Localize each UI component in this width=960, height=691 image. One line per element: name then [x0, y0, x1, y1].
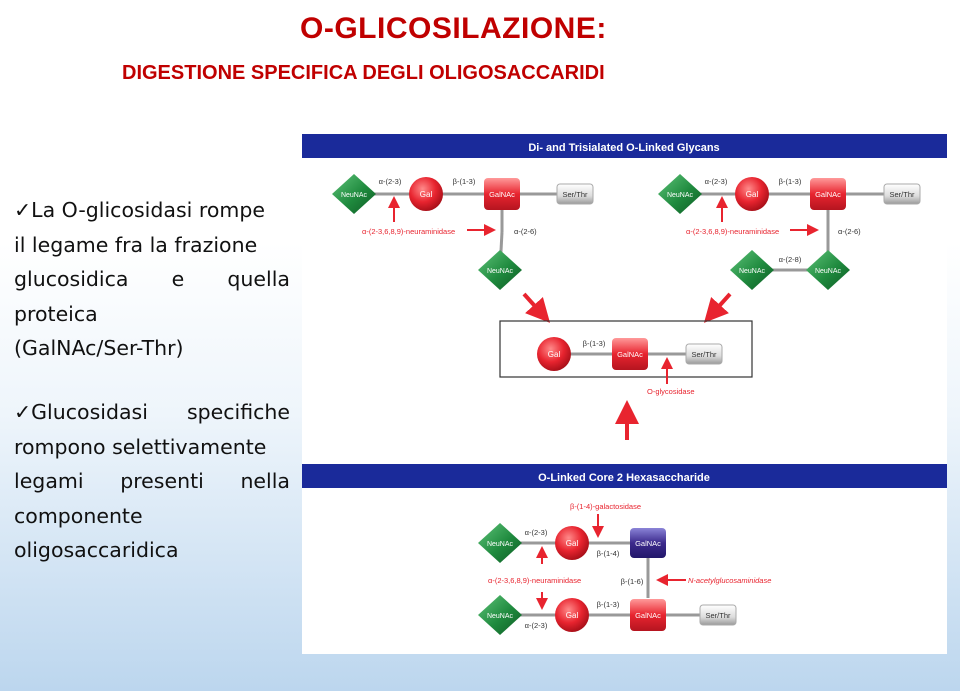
galnac-label: GalNAc [635, 539, 661, 548]
gal-circle [555, 526, 589, 560]
glcnac-square [630, 528, 666, 558]
gal-label: Gal [566, 611, 579, 620]
neunac-diamond [478, 523, 522, 563]
neunac-label: NeuNAc [815, 268, 842, 275]
enzyme-label: α-(2-3,6,8,9)-neuraminidase [686, 227, 779, 236]
neunac-label: NeuNAc [341, 192, 368, 199]
neunac-diamond [478, 250, 522, 290]
neunac-label: NeuNAc [487, 268, 514, 275]
bullet-oglycosidase: ✓La O-glicosidasi rompe il legame fra la… [14, 193, 290, 366]
neunac-diamond [730, 250, 774, 290]
serthr-label: Ser/Thr [691, 350, 717, 359]
bond-label: β-(1-3) [453, 177, 476, 186]
banner-1 [302, 134, 947, 158]
bond-label: β-(1-3) [583, 339, 606, 348]
neunac-label: NeuNAc [487, 613, 514, 620]
arrow-converge-left [522, 292, 551, 323]
word: specifiche [186, 400, 290, 424]
bond-label: β-(1-6) [621, 577, 644, 586]
bond-label: β-(1-3) [597, 600, 620, 609]
galnac-label: GalNAc [635, 611, 661, 620]
bond-label: α-(2-8) [779, 255, 802, 264]
word: nella [240, 469, 290, 493]
serthr-label: Ser/Thr [562, 190, 588, 199]
bullet-line: legami presenti nella [14, 464, 290, 499]
bullet-line: proteica [14, 301, 98, 326]
enzyme-label: N-acetylglucosaminidase [688, 576, 771, 585]
word: legami [14, 469, 84, 493]
galnac-square [630, 599, 666, 631]
bullet-line: ✓Glucosidasi specifiche [14, 395, 290, 430]
bond-label: α-(2-6) [514, 227, 537, 236]
serthr-label: Ser/Thr [889, 190, 915, 199]
page-title: O-GLICOSILAZIONE: [300, 12, 607, 45]
core-box [499, 320, 753, 378]
enzyme-label: O-glycosidase [647, 387, 695, 396]
galnac-label: GalNAc [617, 350, 643, 359]
bullet-line: componente [14, 503, 143, 528]
gal-label: Gal [746, 190, 759, 199]
glycan-figure: Di- and Trisialated O-Linked Glycans Neu… [302, 122, 947, 654]
neunac-diamond [332, 174, 376, 214]
gal-circle [537, 337, 571, 371]
serthr-box [883, 183, 921, 205]
glycan-disialyl-left: NeuNAc Gal GalNAc Ser/Thr α-(2-3) β-(1-3… [332, 174, 594, 290]
bullet-line: glucosidica e quella [14, 262, 290, 297]
glycan-core2-hexasaccharide: β-(1-4)-galactosidase NeuNAc Gal GalNAc … [478, 502, 771, 635]
bullet-line: ✓La O-glicosidasi rompe [14, 198, 265, 222]
arrow-converge-right [703, 292, 732, 323]
word: presenti [120, 469, 204, 493]
galnac-square [612, 338, 648, 370]
bullet-line: rompono selettivamente [14, 434, 267, 459]
galnac-square [484, 178, 520, 210]
galnac-label: GalNAc [489, 190, 515, 199]
figure-background [302, 122, 947, 654]
galnac-square [810, 178, 846, 210]
neunac-diamond [478, 595, 522, 635]
gal-label: Gal [548, 350, 561, 359]
bond-label: β-(1-4) [597, 549, 620, 558]
gal-circle [555, 598, 589, 632]
neunac-label: NeuNAc [487, 541, 514, 548]
bullet-glucosidases: ✓Glucosidasi specifiche rompono selettiv… [14, 395, 290, 568]
banner-2-text: O-Linked Core 2 Hexasaccharide [538, 472, 710, 484]
enzyme-label: α-(2-3,6,8,9)-neuraminidase [488, 576, 581, 585]
banner-1-text: Di- and Trisialated O-Linked Glycans [528, 142, 719, 154]
word: ✓Glucosidasi [14, 400, 148, 424]
bond-label: α-(2-3) [705, 177, 728, 186]
bullet-line: oligosaccaridica [14, 538, 179, 562]
gal-label: Gal [420, 190, 433, 199]
bullet-line: il legame fra la frazione [14, 232, 258, 257]
word: glucosidica [14, 267, 129, 291]
bond-label: α-(2-6) [838, 227, 861, 236]
bond-label: β-(1-3) [779, 177, 802, 186]
bullet-line: (GalNAc/Ser-Thr) [14, 336, 184, 360]
enzyme-label: β-(1-4)-galactosidase [570, 502, 641, 511]
serthr-label: Ser/Thr [705, 611, 731, 620]
serthr-box [685, 343, 723, 365]
enzyme-label: α-(2-3,6,8,9)-neuraminidase [362, 227, 455, 236]
gal-label: Gal [566, 539, 579, 548]
glycan-trisialyl-right: NeuNAc Gal GalNAc Ser/Thr α-(2-3) β-(1-3… [658, 174, 921, 290]
glycan-core1: Gal GalNAc Ser/Thr β-(1-3) O-glycosidase [537, 337, 723, 396]
gal-circle [409, 177, 443, 211]
bond-label: α-(2-3) [525, 621, 548, 630]
neunac-label: NeuNAc [667, 192, 694, 199]
serthr-box [699, 604, 737, 626]
serthr-box [556, 183, 594, 205]
word: e [171, 267, 185, 291]
word: quella [227, 267, 290, 291]
neunac-diamond [806, 250, 850, 290]
gal-circle [735, 177, 769, 211]
neunac-label: NeuNAc [739, 268, 766, 275]
bond-label: α-(2-3) [379, 177, 402, 186]
galnac-label: GalNAc [815, 190, 841, 199]
bond-label: α-(2-3) [525, 528, 548, 537]
neunac-diamond [658, 174, 702, 214]
page-subtitle: DIGESTIONE SPECIFICA DEGLI OLIGOSACCARID… [122, 62, 605, 84]
banner-2 [302, 464, 947, 488]
